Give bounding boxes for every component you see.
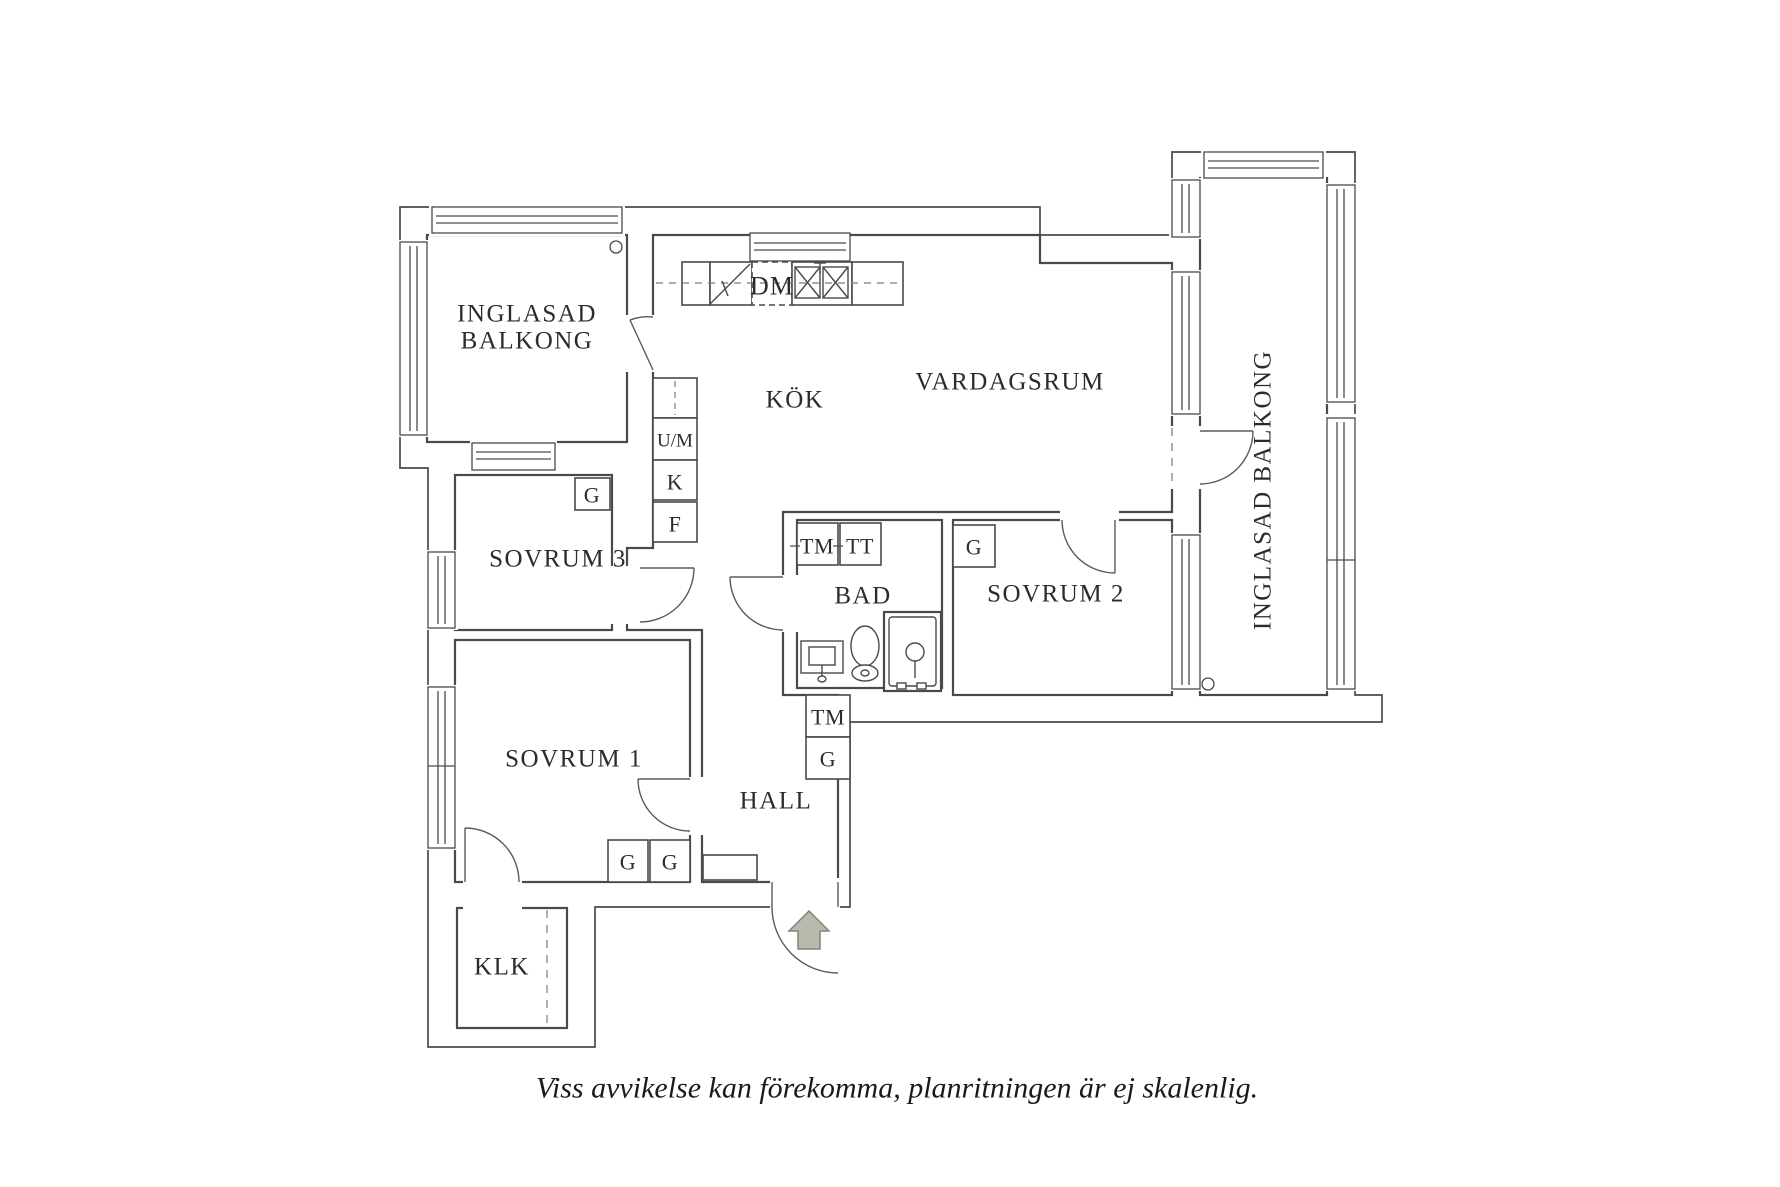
door-swings bbox=[464, 316, 1254, 974]
window-icon bbox=[1203, 151, 1324, 179]
wardrobe-bedroom2-box bbox=[952, 524, 996, 568]
window-icon bbox=[399, 241, 428, 436]
bedroom3-door bbox=[639, 567, 695, 623]
room-label-balcony-right: INGLASAD BALKONG bbox=[1250, 350, 1277, 630]
appliance-label-wardrobe-hall: G bbox=[820, 747, 836, 772]
window-icon bbox=[1171, 271, 1201, 415]
wardrobe1-bedroom1-box bbox=[607, 839, 649, 883]
window-icon bbox=[1326, 184, 1356, 403]
appliance-label-wardrobe-bedroom2: G bbox=[966, 535, 982, 560]
entrance-door bbox=[771, 882, 839, 974]
washer-hall-box bbox=[805, 694, 851, 738]
freezer-box bbox=[652, 501, 698, 543]
window-icon bbox=[427, 551, 456, 629]
misc-symbols bbox=[609, 240, 1215, 691]
room-label-balcony-left-line2: BALKONG bbox=[461, 328, 594, 355]
fridge-box bbox=[652, 459, 698, 501]
appliance-label-tall-cabinet: U/M bbox=[657, 431, 693, 452]
window-icon bbox=[1326, 417, 1356, 690]
balcony-right-door bbox=[1171, 428, 1254, 488]
kitchen-sink-icon bbox=[794, 262, 849, 299]
closet-door bbox=[464, 827, 520, 883]
room-balcony-left bbox=[425, 233, 629, 444]
wardrobe2-bedroom1-box bbox=[649, 839, 691, 883]
room-label-hall: HALL bbox=[740, 788, 813, 815]
room-label-bathroom: BAD bbox=[834, 583, 891, 610]
room-label-bedroom1: SOVRUM 1 bbox=[505, 746, 643, 773]
appliance-label-wardrobe2-bedroom1: G bbox=[662, 850, 678, 875]
room-label-living-room: VARDAGSRUM bbox=[915, 369, 1105, 396]
kitchen-fixtures bbox=[709, 262, 849, 305]
wardrobe-bedroom3-box bbox=[574, 477, 611, 511]
window-icon bbox=[1171, 534, 1201, 690]
cabinet-boxes bbox=[574, 261, 996, 883]
bathroom-door bbox=[729, 576, 784, 631]
balcony-right-detail-circle bbox=[1201, 677, 1215, 691]
cabinet-detail-lines bbox=[546, 282, 900, 1026]
appliance-label-dryer-bathroom: TT bbox=[846, 534, 874, 559]
appliance-label-dishwasher: DM bbox=[750, 272, 794, 301]
room-bedroom2 bbox=[951, 518, 1174, 697]
shower-icon bbox=[882, 610, 943, 693]
room-labels: INGLASAD BALKONG KÖK VARDAGSRUM INGLASAD… bbox=[457, 301, 1276, 981]
room-bedroom1 bbox=[453, 638, 692, 884]
appliance-label-washer-bathroom: TM bbox=[800, 534, 834, 559]
dryer-bathroom-box bbox=[839, 522, 882, 566]
appliance-label-fridge: K bbox=[667, 470, 683, 495]
bathroom-sink-icon bbox=[800, 640, 844, 683]
balcony-left-door bbox=[629, 316, 654, 371]
toilet-icon bbox=[850, 625, 880, 682]
room-closet bbox=[455, 906, 569, 1030]
window-icon bbox=[427, 686, 456, 849]
hall-bench-box bbox=[702, 854, 758, 881]
window-icon bbox=[471, 442, 556, 471]
bedroom1-door bbox=[637, 778, 691, 832]
balcony-left-detail-circle bbox=[609, 240, 623, 254]
appliance-label-washer-hall: TM bbox=[811, 705, 845, 730]
window-icon bbox=[749, 232, 851, 262]
room-label-balcony-left-line1: INGLASAD bbox=[457, 301, 597, 328]
room-balcony-right bbox=[1198, 176, 1329, 697]
wardrobe-hall-box bbox=[805, 736, 851, 780]
washer-bathroom-box bbox=[796, 522, 839, 566]
stove-symbol-icon bbox=[709, 263, 751, 305]
bedroom2-door bbox=[1061, 519, 1116, 574]
bathroom-fixtures bbox=[800, 610, 943, 693]
window-symbols bbox=[399, 151, 1356, 849]
room-label-bedroom3: SOVRUM 3 bbox=[489, 546, 627, 573]
disclaimer-caption: Viss avvikelse kan förekomma, planritnin… bbox=[536, 1072, 1258, 1105]
room-outlines bbox=[425, 176, 1329, 1030]
room-label-bedroom2: SOVRUM 2 bbox=[987, 581, 1125, 608]
appliance-label-freezer: F bbox=[669, 512, 682, 537]
window-icon bbox=[431, 206, 623, 234]
appliance-label-wardrobe-bedroom3: G bbox=[584, 483, 600, 508]
exterior-wall-outline bbox=[399, 151, 1383, 1048]
appliance-label-wardrobe1-bedroom1: G bbox=[620, 850, 636, 875]
appliance-labels: DM U/M K F G TM TT G TM G G G bbox=[584, 272, 982, 875]
room-label-closet: KLK bbox=[474, 954, 530, 981]
window-icon bbox=[1171, 179, 1201, 238]
room-label-kitchen: KÖK bbox=[766, 387, 825, 414]
entrance-arrow-icon bbox=[787, 909, 831, 950]
